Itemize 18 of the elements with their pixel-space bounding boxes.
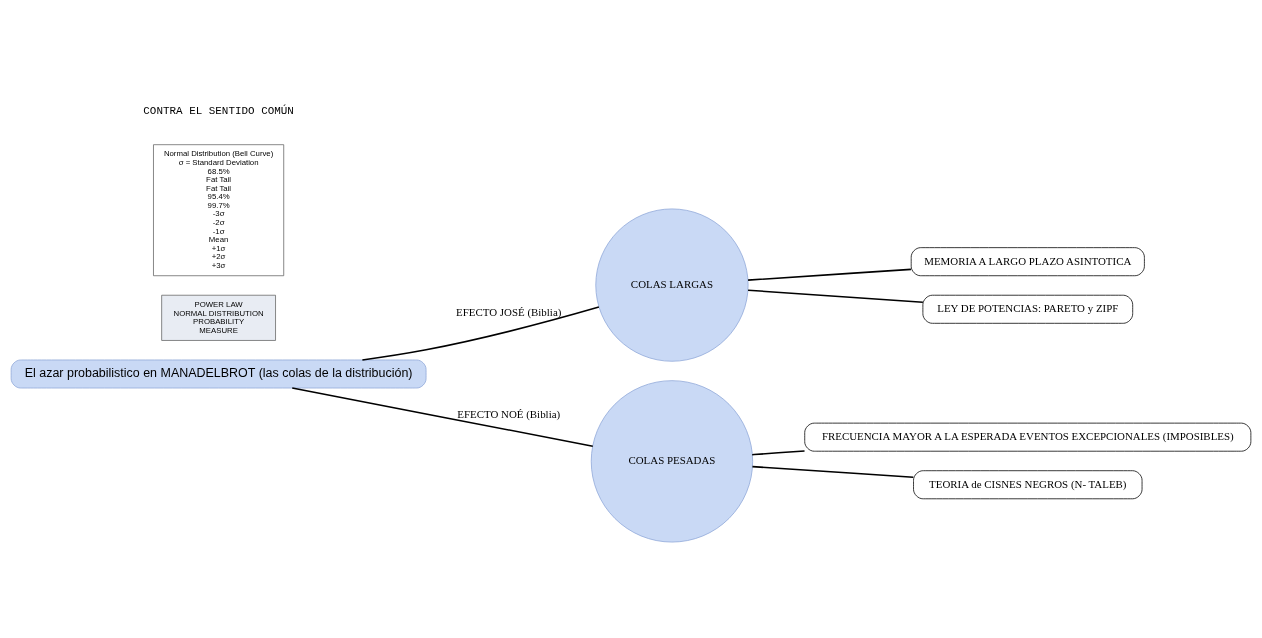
node-box: POWER LAW NORMAL DISTRIBUTION PROBABILITY MEASURE	[161, 294, 276, 341]
node-box: El azar probabilistico en MANADELBROT (las colas de la distribución)	[10, 359, 427, 388]
node-circle: COLAS PESADAS	[590, 379, 754, 542]
connector	[361, 305, 600, 361]
connector	[751, 449, 806, 455]
label: CONTRA EL SENTIDO COMÚN	[143, 104, 294, 117]
edge-label: EFECTO NOÉ (Biblia)	[457, 407, 561, 420]
connector	[747, 268, 912, 281]
connector	[291, 386, 594, 447]
connector	[747, 288, 924, 303]
node-box: LEY DE POTENCIAS: PARETO y ZIPF	[922, 294, 1134, 324]
node-circle: COLAS LARGAS	[595, 208, 749, 362]
edge-label: EFECTO JOSÉ (Biblia)	[456, 305, 562, 318]
connector	[751, 465, 915, 478]
node-box: TEORIA de CISNES NEGROS (N- TALEB)	[913, 469, 1143, 499]
node-box: Normal Distribution (Bell Curve) σ = Standard Deviation 68.5% Fat Tail Fat Tail 95.4% 99.7% -3σ -2σ -1σ Mean +1σ +2σ +3σ	[153, 143, 285, 276]
node-box: MEMORIA A LARGO PLAZO ASINTOTICA	[910, 246, 1145, 276]
node-box: FRECUENCIA MAYOR A LA ESPERADA EVENTOS EXCEPCIONALES (IMPOSIBLES)	[804, 422, 1252, 452]
